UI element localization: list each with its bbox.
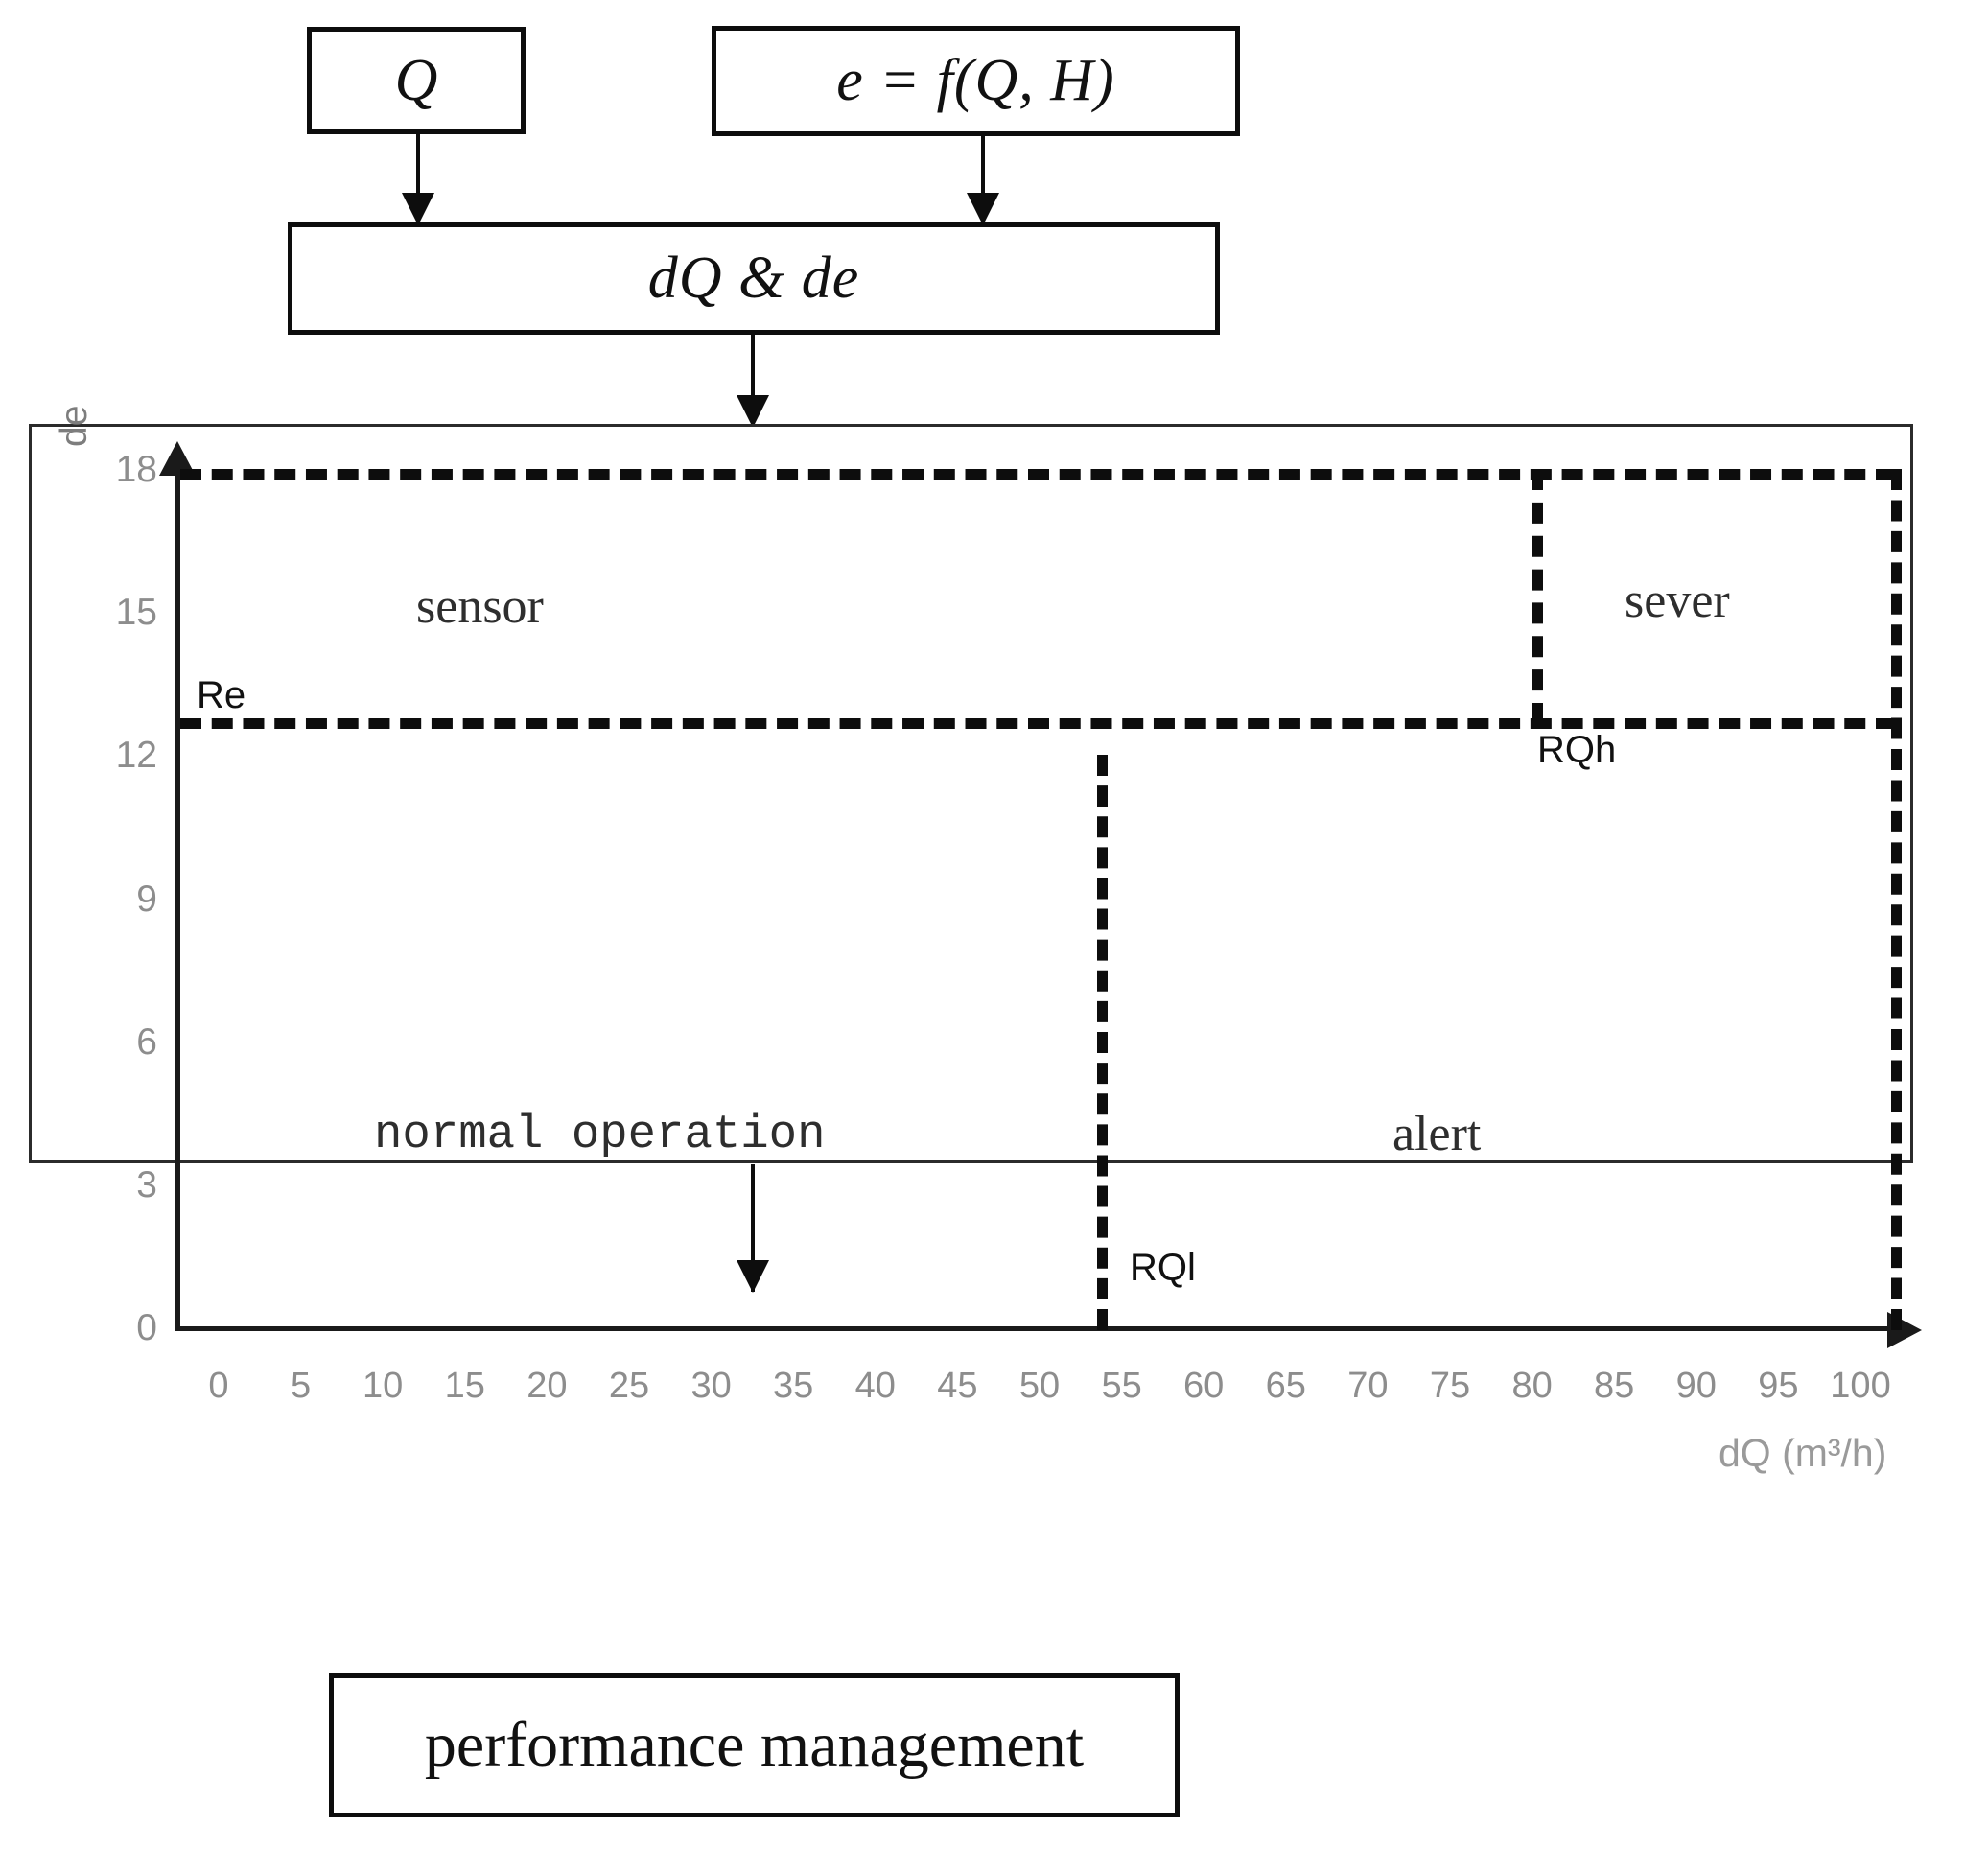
node-efficiency-function[interactable]: e = f(Q, H) <box>712 26 1240 136</box>
arrow-shaft <box>751 1164 755 1292</box>
threshold-label-rql: RQl <box>1130 1247 1196 1289</box>
y-tick-label: 6 <box>136 1020 157 1063</box>
y-tick-label: 15 <box>115 592 157 634</box>
threshold-line-re <box>180 718 1897 729</box>
node-efficiency-function-label: e = f(Q, H) <box>836 48 1115 113</box>
x-tick-label: 80 <box>1511 1366 1553 1406</box>
x-tick-label: 10 <box>363 1366 404 1406</box>
x-tick-label: 90 <box>1675 1366 1717 1406</box>
y-tick-label: 9 <box>136 878 157 920</box>
arrow-head <box>737 395 769 428</box>
x-tick-label: 0 <box>208 1366 229 1406</box>
node-performance-management-label: performance management <box>424 1710 1085 1780</box>
x-axis-line <box>177 1326 1894 1331</box>
node-delta-q-and-delta-e[interactable]: dQ & de <box>288 222 1220 335</box>
y-axis-title: de <box>54 405 95 447</box>
x-axis-title: dQ (m³/h) <box>1719 1431 1887 1475</box>
arrow-chart-to-output <box>736 1164 770 1293</box>
x-tick-label: 25 <box>608 1366 650 1406</box>
threshold-label-rqh: RQh <box>1537 729 1617 771</box>
region-label-sensor: sensor <box>416 579 544 634</box>
x-tick-label: 15 <box>444 1366 485 1406</box>
x-tick-label: 5 <box>291 1366 312 1406</box>
y-tick-label: 18 <box>115 449 157 490</box>
node-flow-q[interactable]: Q <box>307 27 526 134</box>
node-flow-q-label: Q <box>394 47 438 113</box>
x-tick-label: 65 <box>1265 1366 1306 1406</box>
x-tick-label: 50 <box>1018 1366 1061 1406</box>
arrow-head <box>402 193 434 225</box>
y-tick-label: 3 <box>136 1163 157 1205</box>
x-tick-label: 100 <box>1830 1366 1891 1406</box>
threshold-line-rql <box>1097 755 1108 1330</box>
y-tick-label: 12 <box>115 735 157 777</box>
threshold-label-re: Re <box>197 674 246 716</box>
x-tick-label: 40 <box>854 1366 896 1406</box>
arrow-head <box>737 1260 769 1293</box>
threshold-line-rqh <box>1532 469 1543 724</box>
threshold-line-dq-max <box>1891 469 1902 1330</box>
region-label-sever: sever <box>1625 573 1730 628</box>
x-tick-label: 85 <box>1594 1366 1635 1406</box>
x-tick-label: 75 <box>1429 1366 1471 1406</box>
node-performance-management[interactable]: performance management <box>329 1673 1180 1817</box>
arrow-head <box>967 193 999 225</box>
decision-chart <box>29 424 1913 1163</box>
region-label-normal-operation: normal operation <box>374 1108 826 1161</box>
arrow-shaft <box>981 136 985 224</box>
arrow-delta-to-chart <box>736 335 770 428</box>
threshold-line-de-max <box>180 469 1897 480</box>
arrow-shaft <box>751 335 755 427</box>
y-tick-label: 0 <box>136 1307 157 1348</box>
x-tick-label: 45 <box>937 1366 978 1406</box>
arrow-efficiency-to-delta <box>966 136 1000 225</box>
y-axis-line <box>175 470 180 1331</box>
node-delta-label: dQ & de <box>647 246 860 311</box>
x-tick-label: 95 <box>1758 1366 1799 1406</box>
arrow-q-to-delta <box>401 132 435 225</box>
arrow-shaft <box>416 132 420 224</box>
x-tick-label: 35 <box>773 1366 814 1406</box>
region-label-alert: alert <box>1392 1107 1482 1161</box>
x-tick-label: 30 <box>690 1366 732 1406</box>
x-tick-label: 70 <box>1347 1366 1389 1406</box>
x-tick-label: 55 <box>1101 1366 1142 1406</box>
x-tick-label: 20 <box>526 1366 568 1406</box>
x-tick-label: 60 <box>1183 1366 1225 1406</box>
